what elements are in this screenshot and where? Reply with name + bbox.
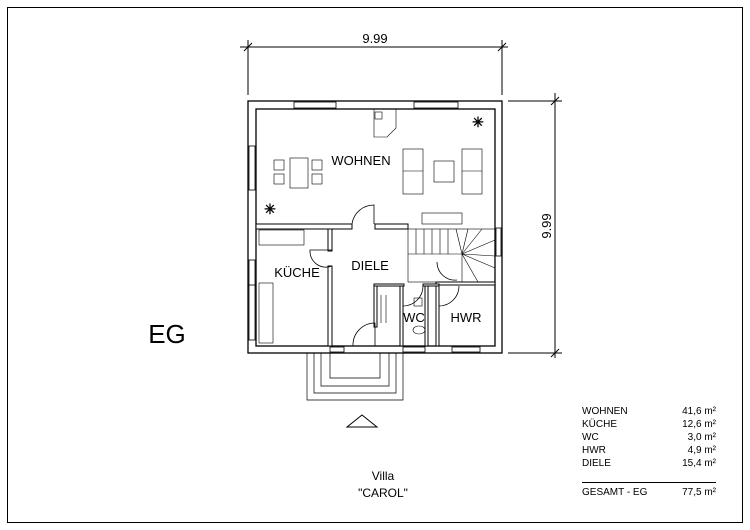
area-row-name: WC	[582, 432, 599, 443]
area-row-name: KÜCHE	[582, 419, 618, 430]
north-arrow-icon	[345, 414, 379, 428]
room-label-kueche: KÜCHE	[274, 265, 320, 280]
area-total-name: GESAMT - EG	[582, 487, 648, 498]
floor-label: EG	[148, 319, 186, 349]
room-label-wc: WC	[403, 310, 425, 325]
depth-dimension	[508, 93, 562, 358]
title-line-2: "CAROL"	[358, 486, 408, 500]
room-label-diele: DIELE	[351, 258, 389, 273]
area-row: WC 3,0 m²	[582, 431, 716, 444]
entrance-steps	[306, 353, 404, 401]
area-table: WOHNEN 41,6 m² KÜCHE 12,6 m² WC 3,0 m² HWR 4…	[582, 405, 716, 499]
area-total-value: 77,5 m²	[682, 487, 716, 498]
title-line-1: Villa	[372, 469, 395, 483]
depth-dimension-label: 9.99	[539, 213, 554, 238]
area-row-value: 41,6 m²	[682, 406, 716, 417]
plant-icon: ✳	[472, 114, 484, 130]
area-row: DIELE 15,4 m²	[582, 457, 716, 470]
width-dimension-label: 9.99	[362, 31, 387, 46]
width-dimension	[240, 40, 508, 95]
area-row-value: 12,6 m²	[682, 419, 716, 430]
area-row-name: HWR	[582, 445, 606, 456]
area-row-name: DIELE	[582, 458, 611, 469]
furniture: ✳ ✳	[258, 109, 484, 344]
area-row-name: WOHNEN	[582, 406, 628, 417]
staircase	[407, 228, 496, 283]
room-label-wohnen: WOHNEN	[331, 153, 390, 168]
area-row: WOHNEN 41,6 m²	[582, 405, 716, 418]
area-row-value: 15,4 m²	[682, 458, 716, 469]
doors	[309, 204, 460, 347]
area-row: HWR 4,9 m²	[582, 444, 716, 457]
windows	[248, 101, 502, 353]
room-label-hwr: HWR	[450, 310, 481, 325]
area-row-value: 3,0 m²	[687, 432, 716, 443]
area-row-value: 4,9 m²	[687, 445, 716, 456]
page-frame	[7, 7, 743, 523]
plant-icon: ✳	[264, 201, 276, 217]
area-row: KÜCHE 12,6 m²	[582, 418, 716, 431]
area-total-row: GESAMT - EG 77,5 m²	[582, 482, 716, 499]
